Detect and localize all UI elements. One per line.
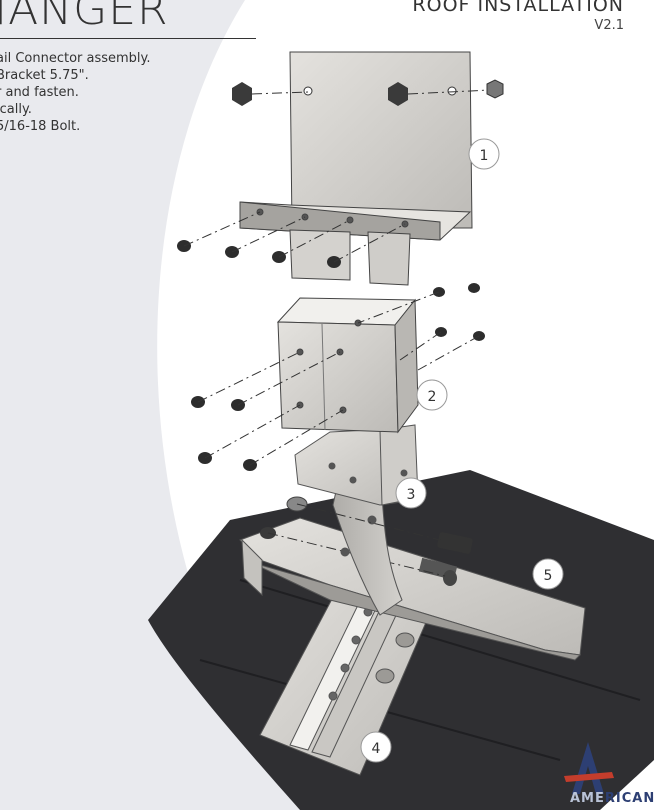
- svg-text:2: 2: [428, 389, 437, 405]
- fastener-guide-lines: [183, 211, 480, 466]
- instruction-step: ically.: [0, 102, 32, 117]
- logo-wordmark: AMERICAN: [570, 791, 654, 806]
- svg-text:5: 5: [544, 568, 553, 584]
- roof-panel-seam: [239, 579, 641, 701]
- svg-text:3: 3: [407, 487, 416, 503]
- svg-text:1: 1: [480, 148, 489, 164]
- top-bolts: [232, 79, 504, 106]
- square-tube-part-2: [276, 297, 419, 434]
- page-subtitle: ROOF INSTALLATION: [412, 0, 624, 16]
- instruction-list: ail Connector assembly. Bracket 5.75". r…: [0, 50, 260, 135]
- callout-4: 4: [360, 731, 392, 763]
- instruction-step: Bracket 5.75".: [0, 68, 89, 83]
- callout-3: 3: [395, 477, 427, 509]
- logo-wordmark-faded: AME: [570, 791, 605, 806]
- version-label: V2.1: [594, 18, 624, 33]
- logo-wordmark-solid: RICAN: [604, 791, 654, 806]
- company-logo-icon: [564, 742, 614, 794]
- page-title: HANGER: [0, 0, 169, 35]
- top-bracket-part-1: [239, 51, 473, 286]
- instruction-step: r and fasten.: [0, 85, 79, 100]
- nut-and-bolt-part-3: [286, 496, 473, 554]
- cross-bolt: [260, 527, 458, 586]
- instruction-step: 5/16-18 Bolt.: [0, 119, 81, 134]
- rail-base-part-4: [259, 564, 441, 776]
- callout-5: 5: [532, 558, 564, 590]
- callout-1: 1: [468, 138, 500, 170]
- instruction-step: ail Connector assembly.: [0, 51, 151, 66]
- callout-2: 2: [416, 379, 448, 411]
- title-underline: [0, 38, 256, 39]
- svg-text:4: 4: [372, 741, 381, 757]
